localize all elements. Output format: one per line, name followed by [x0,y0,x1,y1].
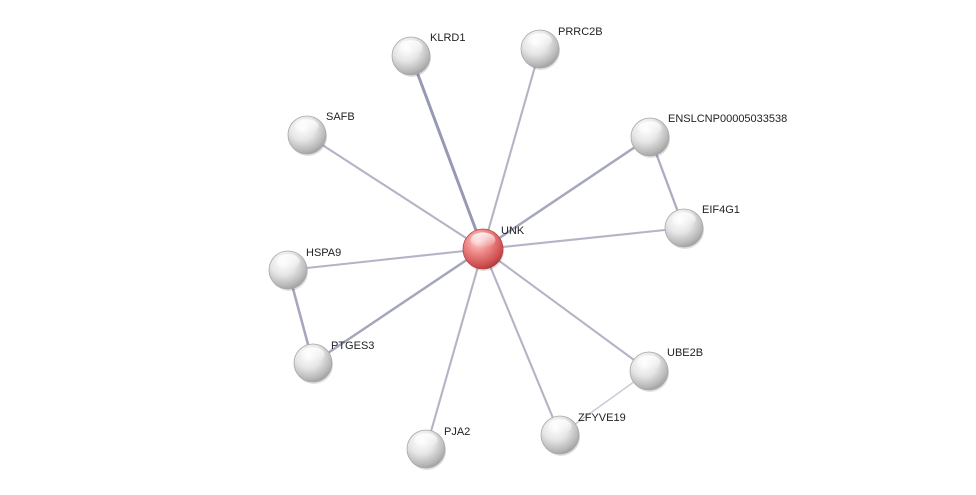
node-ube2b[interactable]: UBE2B [629,347,703,392]
edge-unk-safb[interactable] [305,133,485,251]
node-highlight [672,212,696,227]
node-label-safb: SAFB [326,111,355,123]
node-label-klrd1: KLRD1 [430,32,465,44]
node-label-hspa9: HSPA9 [306,247,341,259]
edge-unk-prrc2b[interactable] [481,47,542,251]
node-label-eif4g1: EIF4G1 [702,204,740,216]
node-label-ube2b: UBE2B [667,347,703,359]
node-label-enslcnp00005033538: ENSLCNP00005033538 [668,113,787,125]
node-hspa9[interactable]: HSPA9 [268,247,341,291]
node-highlight [295,119,319,134]
node-highlight [399,40,423,55]
node-highlight [528,33,552,48]
node-prrc2b[interactable]: PRRC2B [520,26,603,70]
node-label-pja2: PJA2 [444,426,470,438]
node-label-prrc2b: PRRC2B [558,26,603,38]
node-label-unk: UNK [501,225,525,237]
node-highlight [548,419,572,434]
node-eif4g1[interactable]: EIF4G1 [664,204,740,249]
node-highlight [637,355,661,370]
node-highlight [414,433,438,448]
edge-unk-zfyve19[interactable] [481,247,562,437]
edge-unk-eif4g1[interactable] [481,226,686,251]
node-highlight [470,232,496,248]
edge-unk-hspa9[interactable] [286,247,485,272]
edge-unk-ptges3[interactable] [311,247,485,365]
edge-unk-klrd1[interactable] [409,54,485,251]
node-highlight [638,121,662,136]
edge-unk-enslcnp00005033538[interactable] [481,135,652,251]
node-highlight [276,254,300,269]
node-pja2[interactable]: PJA2 [406,426,470,470]
node-unk[interactable]: UNK [462,225,525,271]
node-zfyve19[interactable]: ZFYVE19 [540,412,626,456]
node-klrd1[interactable]: KLRD1 [391,32,465,77]
node-enslcnp00005033538[interactable]: ENSLCNP00005033538 [630,113,787,158]
node-safb[interactable]: SAFB [287,111,355,156]
node-layer: UNK KLRD1 PRRC2B SAFB ENSLCNP00005033538EIF4… [268,26,787,470]
node-ptges3[interactable]: PTGES3 [293,340,374,384]
node-highlight [301,347,325,362]
edge-unk-ube2b[interactable] [481,247,651,373]
edge-unk-pja2[interactable] [424,247,485,451]
node-label-zfyve19: ZFYVE19 [578,412,626,424]
node-label-ptges3: PTGES3 [331,340,374,352]
